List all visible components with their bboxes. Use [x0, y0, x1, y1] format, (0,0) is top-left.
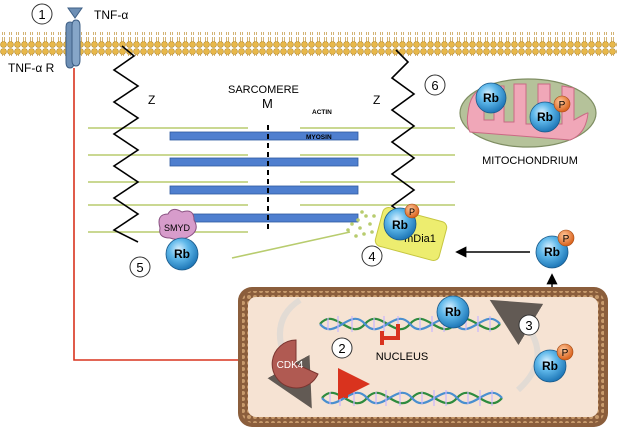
tnf-label: TNF-α	[94, 8, 128, 22]
step-6-label: 6	[431, 78, 438, 93]
tnf-signal-line	[73, 68, 284, 367]
phospho-label-free: P	[563, 234, 570, 245]
smyd-rb-complex: SMYD Rb	[158, 208, 199, 271]
cdk4-protein: CDK4	[271, 339, 319, 389]
tnf-receptor	[65, 19, 81, 69]
phospho-nucleus	[556, 343, 574, 361]
rb-protein-nucleus	[436, 295, 470, 329]
cell-membrane	[0, 32, 617, 56]
step-1-marker: 1	[31, 3, 53, 25]
actin-label: ACTIN	[312, 109, 332, 116]
tnf-ligand-icon	[67, 7, 83, 19]
mitochondrion: Rb Rb P	[459, 78, 597, 148]
smyd-protein	[158, 208, 197, 241]
rb-dna-bound: Rb	[436, 295, 470, 329]
phospho-free	[557, 229, 575, 247]
transcription-inhibition-icon	[384, 324, 400, 340]
myosin-filaments	[169, 131, 359, 223]
phospho-label-mito: P	[559, 100, 566, 111]
mdia1-complex: mDia1 Rb P	[346, 203, 448, 262]
phospho-mito	[553, 95, 571, 113]
step-2-label: 2	[338, 341, 345, 356]
mitochondrium-label: MITOCHONDRIUM	[482, 155, 578, 167]
rb-p-free: Rb P	[535, 229, 575, 269]
rb-protein-mito-2	[529, 101, 561, 133]
step-5-marker: 5	[129, 256, 151, 278]
rb-protein-sarcomere	[165, 237, 199, 271]
tnf-receptor-label: TNF-α R	[8, 61, 55, 75]
smyd-label: SMYD	[164, 223, 191, 233]
rb-label-mito-2: Rb	[537, 110, 553, 124]
phospho-label-mdia1: P	[409, 207, 415, 217]
rb-label-nucleus-p: Rb	[542, 359, 558, 373]
step-6-marker: 6	[424, 74, 446, 96]
step-2-marker: 2	[331, 337, 353, 359]
step-3-label: 3	[525, 318, 532, 333]
step-4-label: 4	[368, 249, 375, 264]
step-3-marker: 3	[518, 314, 540, 336]
phospho-mdia1	[404, 203, 420, 219]
nucleus-label: NUCLEUS	[376, 351, 429, 363]
z-right-label: Z	[373, 93, 380, 107]
actin-nucleation-dots	[346, 210, 376, 238]
rb-label-nucleus: Rb	[445, 305, 461, 319]
rb-p-nucleus: Rb P	[533, 343, 574, 383]
rb-label-free: Rb	[544, 245, 560, 259]
rb-protein-mito-1	[475, 82, 507, 114]
phospho-label-nucleus: P	[562, 348, 569, 359]
z-line-left	[112, 45, 140, 243]
sarcomere-label: SARCOMERE	[228, 84, 299, 96]
m-label: M	[262, 96, 273, 111]
dna-upper	[319, 316, 501, 332]
rb-protein-nucleus-p	[533, 349, 567, 383]
z-line-right	[390, 49, 416, 223]
transcription-activation-icon	[338, 368, 370, 400]
rb-protein-free	[535, 235, 569, 269]
rb-label-sarcomere: Rb	[174, 247, 190, 261]
z-left-label: Z	[148, 93, 155, 107]
step-4-marker: 4	[361, 245, 383, 267]
rb-label-mito-1: Rb	[483, 91, 499, 105]
myosin-label: MYOSIN	[306, 134, 332, 141]
step-1-label: 1	[38, 7, 45, 22]
mdia1-label: mDia1	[404, 233, 436, 245]
rb-label-mdia1: Rb	[392, 218, 408, 232]
cdk4-label: CDK4	[277, 360, 304, 371]
step-5-label: 5	[136, 260, 143, 275]
